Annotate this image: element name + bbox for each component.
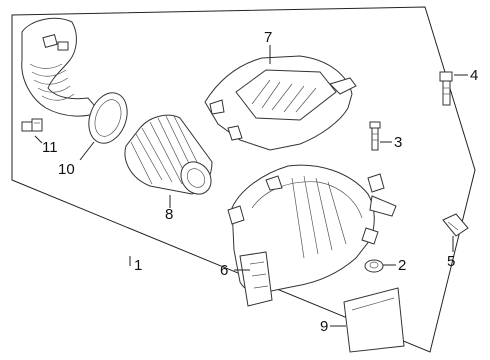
callout-5: 5	[447, 253, 456, 270]
callout-3: 3	[394, 134, 403, 151]
callout-7: 7	[264, 29, 273, 46]
filter-element	[124, 114, 213, 195]
callout-11: 11	[42, 139, 58, 156]
clip-part-5	[442, 213, 469, 237]
callout-6: 6	[220, 262, 229, 279]
callout-4: 4	[470, 67, 479, 84]
housing-base	[227, 164, 397, 307]
bolt	[439, 71, 453, 106]
housing-cover	[204, 55, 357, 151]
grommet	[364, 259, 384, 273]
filter-panel	[343, 287, 405, 353]
screw	[369, 121, 381, 151]
callout-9: 9	[320, 318, 329, 335]
callout-8: 8	[165, 206, 174, 223]
callout-2: 2	[398, 257, 407, 274]
leader-lines	[34, 45, 468, 327]
inlet-hose	[21, 17, 128, 144]
clip-part-11	[21, 118, 43, 132]
callout-10: 10	[58, 161, 75, 178]
assembly-frame	[11, 6, 476, 353]
callout-1: 1	[134, 257, 143, 274]
